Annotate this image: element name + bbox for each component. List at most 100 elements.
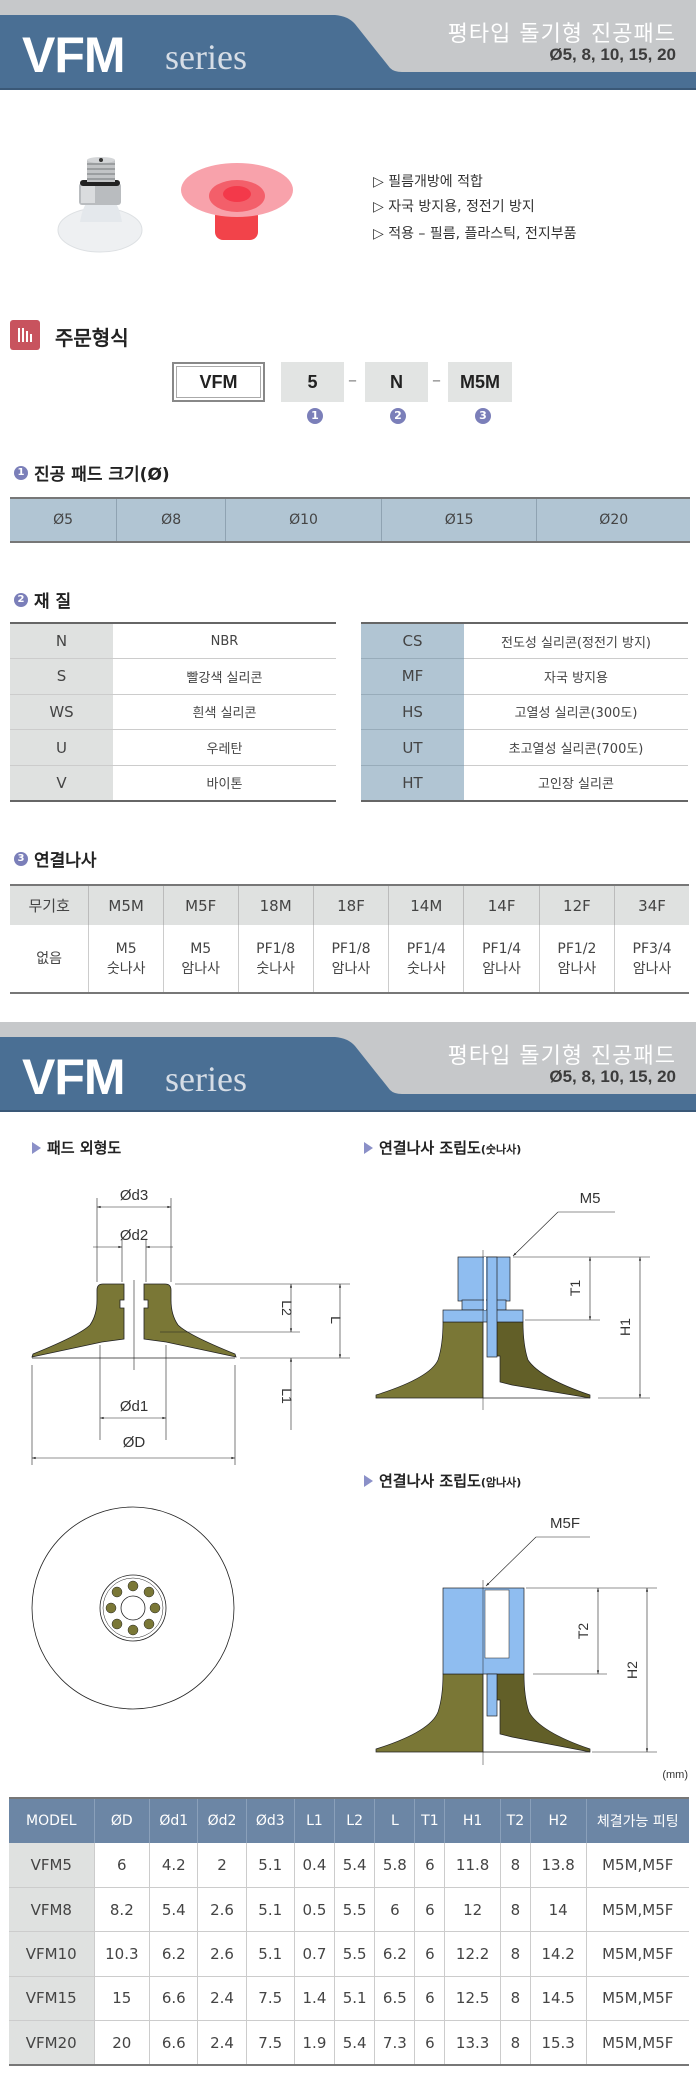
section-title: 재 질 (34, 592, 72, 612)
material-code: WS (10, 694, 113, 731)
material-code: HT (361, 765, 464, 801)
thread-size: M5 (190, 940, 212, 957)
section-title: 진공 패드 크기(Ø) (34, 465, 170, 485)
spec-header-cell: L1 (293, 1798, 335, 1843)
material-code: U (10, 729, 113, 766)
spec-cell: 15 (93, 1976, 150, 2022)
spec-cell: 2.4 (197, 1976, 247, 2022)
spec-header-cell: H2 (529, 1798, 586, 1843)
header-background (0, 1022, 696, 1112)
thread-type: 암나사 (331, 960, 371, 977)
thread-size: PF1/4 (406, 940, 446, 957)
material-code: V (10, 765, 113, 801)
spec-cell: M5M,M5F (585, 1931, 689, 1977)
outline-drawing-title: 패드 외형도 (32, 1137, 121, 1158)
spec-cell: 1.4 (293, 1976, 335, 2022)
spec-cell: 6.5 (374, 1976, 415, 2022)
order-marker-2: 2 (390, 408, 406, 424)
material-name: 자국 방지용 (464, 658, 688, 695)
spec-cell: 1.9 (293, 2020, 335, 2066)
spec-cell: 7.5 (245, 1976, 295, 2022)
pad-size-cell: Ø15 (380, 498, 537, 542)
thread-table: 무기호 M5M M5F 18M 18F 14M 14F 12F 34F 없음 M… (10, 884, 689, 994)
thread-header: 18F (312, 885, 389, 925)
spec-header-cell: Ød3 (245, 1798, 295, 1843)
order-part-material: N (365, 362, 428, 402)
spec-cell: 5.1 (334, 1976, 375, 2022)
spec-cell: 2 (197, 1843, 247, 1888)
spec-cell: M5M,M5F (585, 1843, 689, 1888)
thread-size: PF1/4 (482, 940, 522, 957)
male-assembly-view (375, 1250, 591, 1410)
spec-cell: 8 (499, 1976, 531, 2022)
size-list: Ø5, 8, 10, 15, 20 (549, 45, 676, 64)
pad-size-cell: Ø20 (536, 498, 690, 542)
order-part-model: VFM (172, 362, 265, 402)
spec-cell: 2.4 (197, 2020, 247, 2066)
spec-cell: 0.7 (293, 1931, 335, 1977)
thread-header: 18M (237, 885, 314, 925)
material-name: 우레탄 (113, 729, 336, 766)
section-number: 1 (14, 465, 28, 480)
series-label: series (165, 1059, 247, 1099)
spec-header-cell: Ød1 (149, 1798, 198, 1843)
spec-cell: 14 (529, 1887, 586, 1933)
spec-cell: 20 (93, 2020, 150, 2066)
unit-label: (mm) (662, 1769, 688, 1781)
spec-cell: 14.5 (529, 1976, 586, 2022)
dim-label-L: L (328, 1316, 344, 1324)
spec-cell: 6.6 (149, 1976, 198, 2022)
thread-header: M5M (88, 885, 164, 925)
brand-title: VFM (22, 27, 126, 83)
model-cell: VFM8 (9, 1887, 94, 1933)
feature-item: ▷ 필름개방에 적합 (373, 174, 483, 190)
order-part-size: 5 (281, 362, 344, 402)
material-code: HS (361, 694, 464, 731)
spec-cell: 13.8 (529, 1843, 586, 1888)
spec-cell: 5.5 (334, 1931, 375, 1977)
material-name: 흰색 실리콘 (113, 694, 336, 731)
section-title: 연결나사 (34, 851, 97, 871)
red-pad-photo (181, 163, 293, 240)
thread-size: 없음 (36, 950, 63, 967)
material-code: UT (361, 729, 464, 766)
pad-top-view (31, 1506, 235, 1710)
triangle-bullet-icon (364, 1141, 373, 1154)
spec-cell: 15.3 (529, 2020, 586, 2066)
brand-title: VFM (22, 1049, 126, 1105)
spec-cell: 8 (499, 2020, 531, 2066)
material-name: 초고열성 실리콘(700도) (464, 729, 688, 766)
order-marker-3: 3 (475, 408, 491, 424)
order-format-icon (10, 320, 40, 350)
pad-side-view (31, 1280, 237, 1370)
label-M5: M5 (580, 1190, 601, 1207)
spec-cell: 6 (414, 1843, 445, 1888)
spec-header-cell: L2 (334, 1798, 375, 1843)
spec-header-cell: Ød2 (197, 1798, 247, 1843)
spec-header-cell: 체결가능 피팅 (585, 1798, 689, 1843)
model-cell: VFM5 (9, 1843, 94, 1888)
spec-cell: 6.2 (149, 1931, 198, 1977)
spec-cell: 5.4 (334, 1843, 375, 1888)
subtitle-text: 연결나사 조립도(숫나사) (379, 1137, 521, 1158)
spec-cell: 8 (499, 1887, 531, 1933)
spec-cell: 6 (414, 1931, 445, 1977)
thread-cell: 없음 (10, 925, 89, 993)
